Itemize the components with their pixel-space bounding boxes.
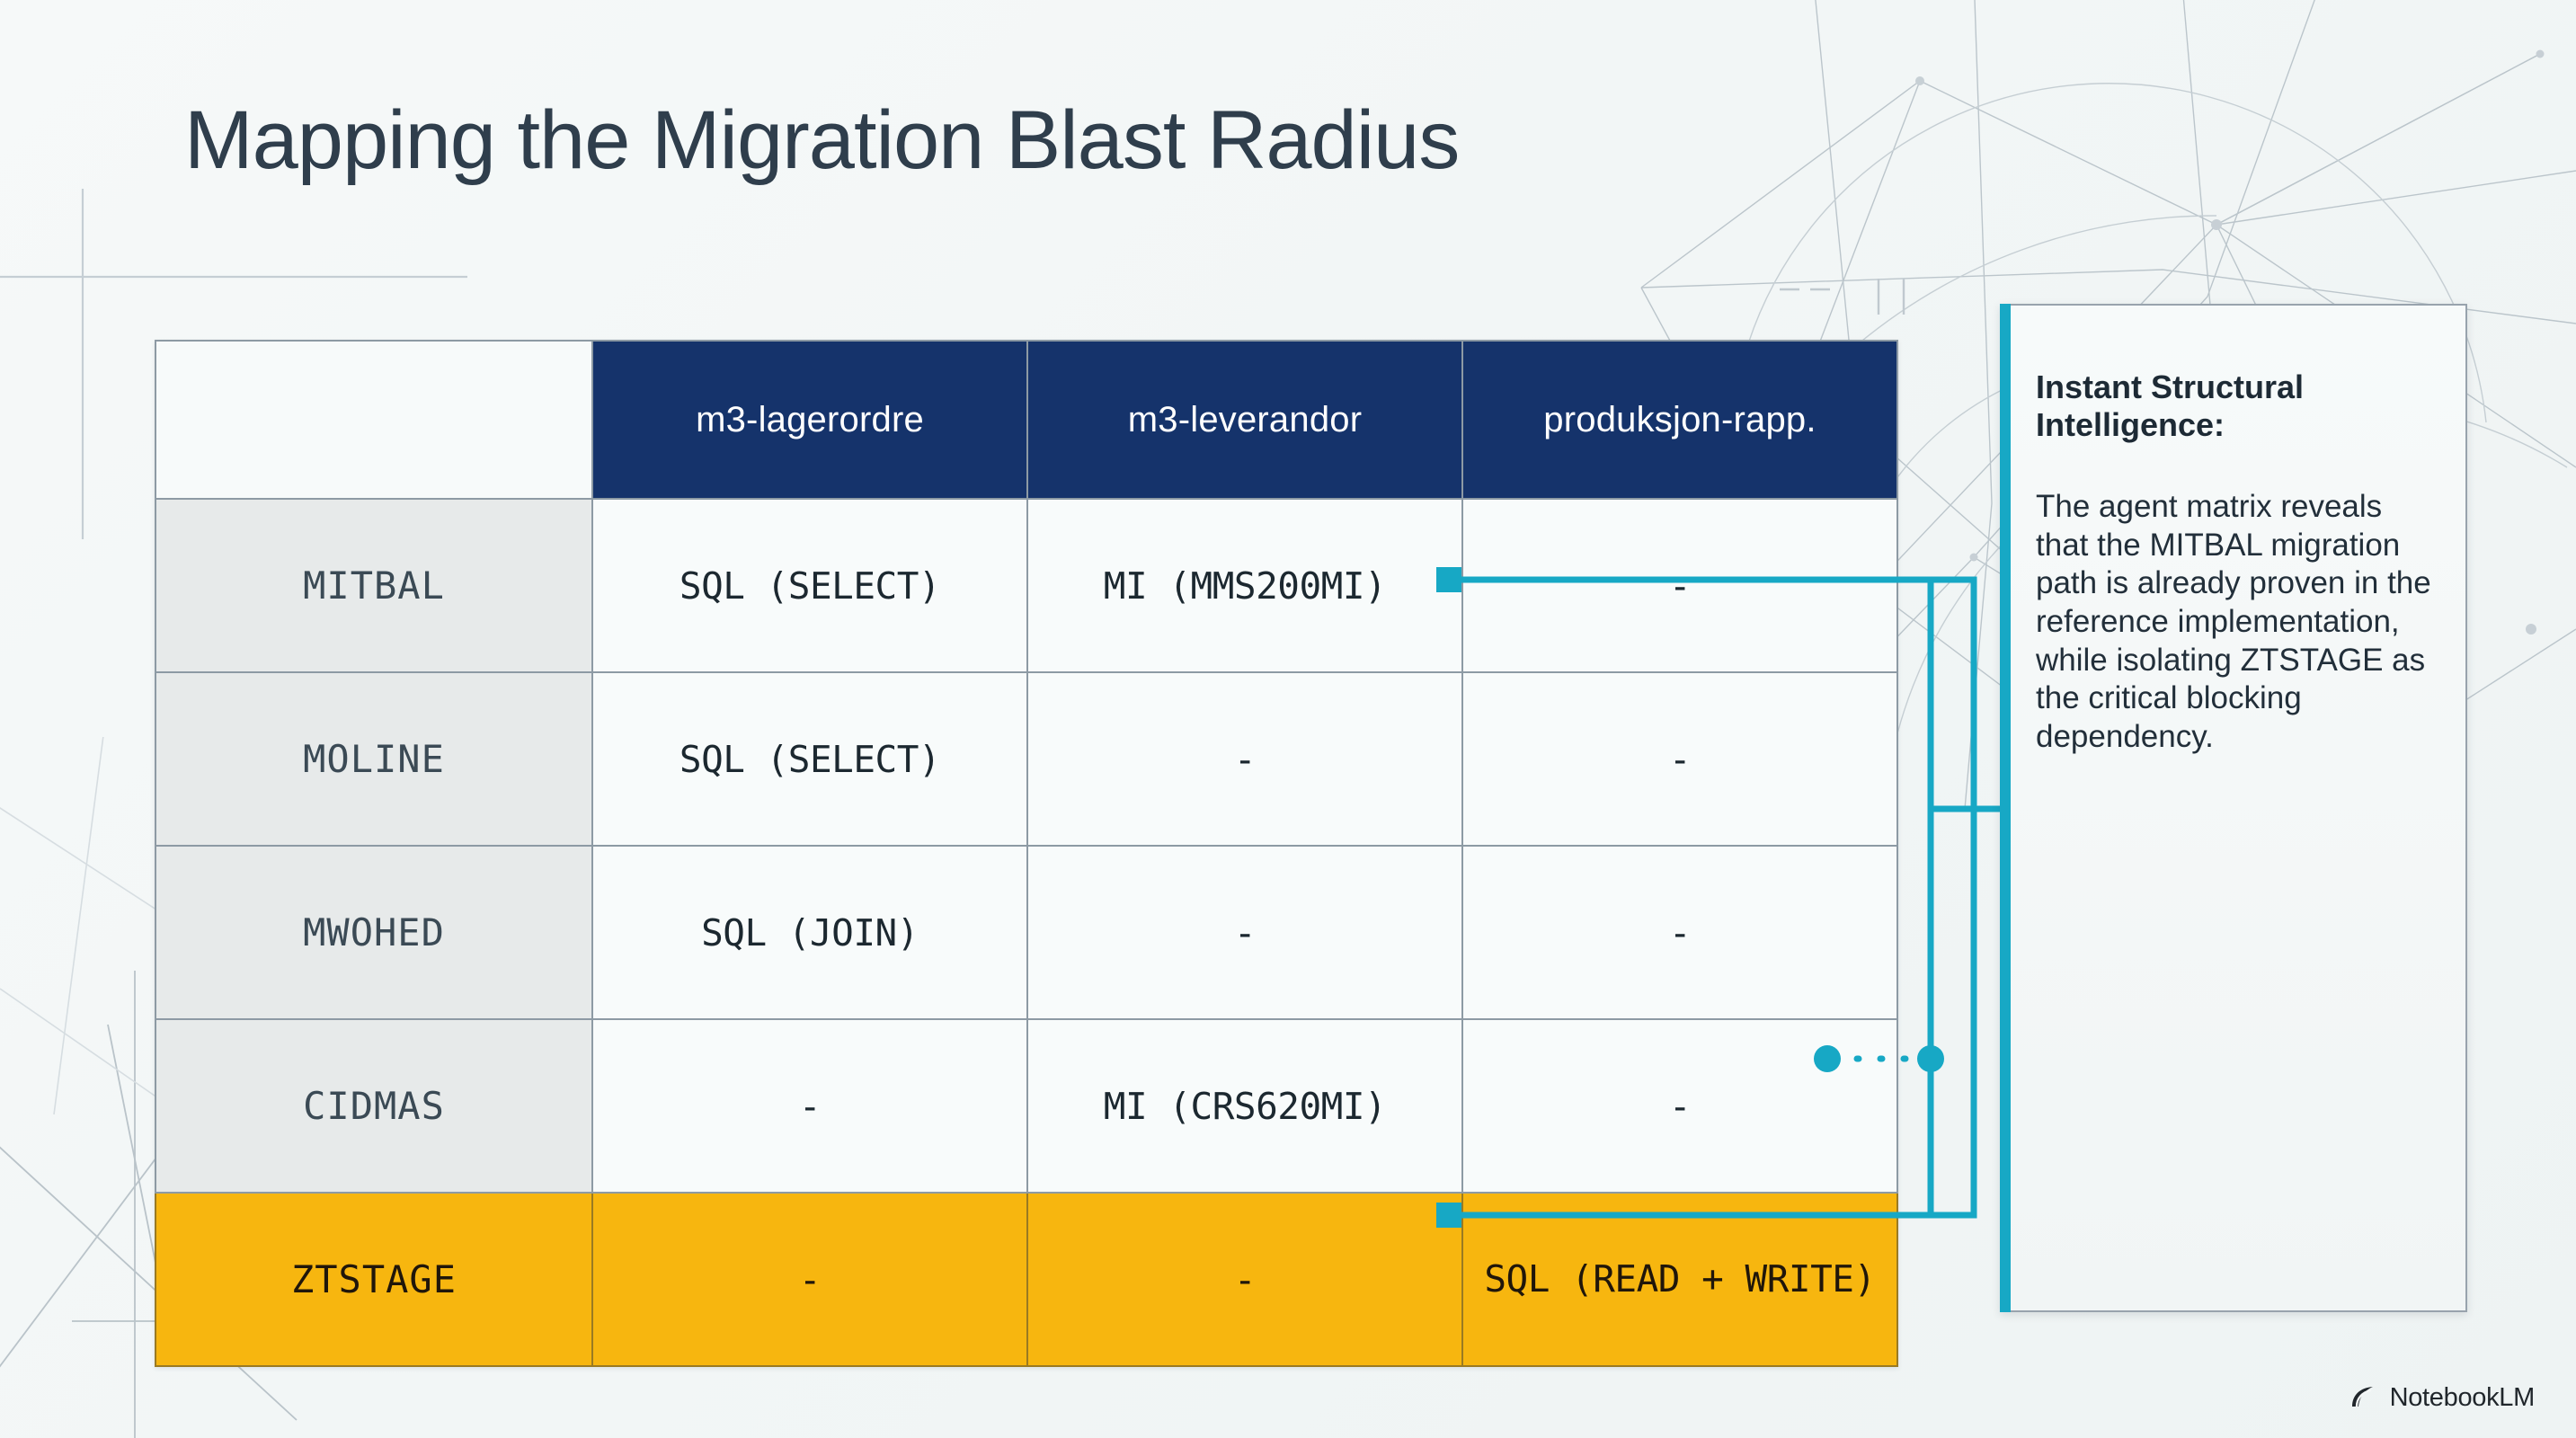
callout-body-text: The agent matrix reveals that the MITBAL…: [2036, 488, 2431, 755]
insight-callout-panel: Instant Structural Intelligence: The age…: [2000, 304, 2467, 1312]
brand-name: NotebookLM: [2389, 1382, 2536, 1412]
callout-accent-bar: [2000, 304, 2011, 1312]
cell-mitbal-m3-lagerordre: SQL (SELECT): [591, 498, 1028, 673]
cell-cidmas-m3-leverandor: MI (CRS620MI): [1026, 1018, 1463, 1194]
cell-mwohed-produksjon-rapp: -: [1461, 845, 1898, 1020]
table-row: MOLINE SQL (SELECT) - -: [155, 671, 1898, 847]
column-header-produksjon-rapp: produksjon-rapp.: [1461, 340, 1898, 500]
decorative-dash-marks: [1780, 279, 1905, 315]
table-header-row: m3-lagerordre m3-leverandor produksjon-r…: [155, 340, 1898, 500]
cell-mitbal-m3-leverandor: MI (MMS200MI): [1026, 498, 1463, 673]
notebooklm-watermark: NotebookLM: [2349, 1382, 2535, 1413]
cell-mitbal-produksjon-rapp: -: [1461, 498, 1898, 673]
table-row: MITBAL SQL (SELECT) MI (MMS200MI) -: [155, 498, 1898, 673]
page-title: Mapping the Migration Blast Radius: [184, 94, 1460, 186]
row-header-mitbal: MITBAL: [155, 498, 593, 673]
notebooklm-logo-icon: [2351, 1387, 2373, 1407]
callout-content: Instant Structural Intelligence: The age…: [2036, 368, 2437, 757]
agent-dependency-matrix: m3-lagerordre m3-leverandor produksjon-r…: [155, 340, 1898, 1367]
cell-mwohed-m3-lagerordre: SQL (JOIN): [591, 845, 1028, 1020]
cell-cidmas-produksjon-rapp: -: [1461, 1018, 1898, 1194]
table-body: MITBAL SQL (SELECT) MI (MMS200MI) - MOLI…: [155, 498, 1898, 1367]
cell-moline-m3-leverandor: -: [1026, 671, 1463, 847]
column-header-m3-leverandor: m3-leverandor: [1026, 340, 1463, 500]
cell-ztstage-m3-lagerordre: -: [591, 1192, 1028, 1367]
table-row: MWOHED SQL (JOIN) - -: [155, 845, 1898, 1020]
cell-moline-m3-lagerordre: SQL (SELECT): [591, 671, 1028, 847]
cell-ztstage-produksjon-rapp: SQL (READ + WRITE): [1461, 1192, 1898, 1367]
row-header-ztstage: ZTSTAGE: [155, 1192, 593, 1367]
cell-moline-produksjon-rapp: -: [1461, 671, 1898, 847]
column-header-m3-lagerordre: m3-lagerordre: [591, 340, 1028, 500]
row-header-cidmas: CIDMAS: [155, 1018, 593, 1194]
cell-ztstage-m3-leverandor: -: [1026, 1192, 1463, 1367]
cell-cidmas-m3-lagerordre: -: [591, 1018, 1028, 1194]
callout-heading: Instant Structural Intelligence:: [2036, 368, 2305, 444]
cell-mwohed-m3-leverandor: -: [1026, 845, 1463, 1020]
row-header-moline: MOLINE: [155, 671, 593, 847]
table-corner-cell: [155, 340, 593, 500]
table-row-highlighted: ZTSTAGE - - SQL (READ + WRITE): [155, 1192, 1898, 1367]
row-header-mwohed: MWOHED: [155, 845, 593, 1020]
table-row: CIDMAS - MI (CRS620MI) -: [155, 1018, 1898, 1194]
